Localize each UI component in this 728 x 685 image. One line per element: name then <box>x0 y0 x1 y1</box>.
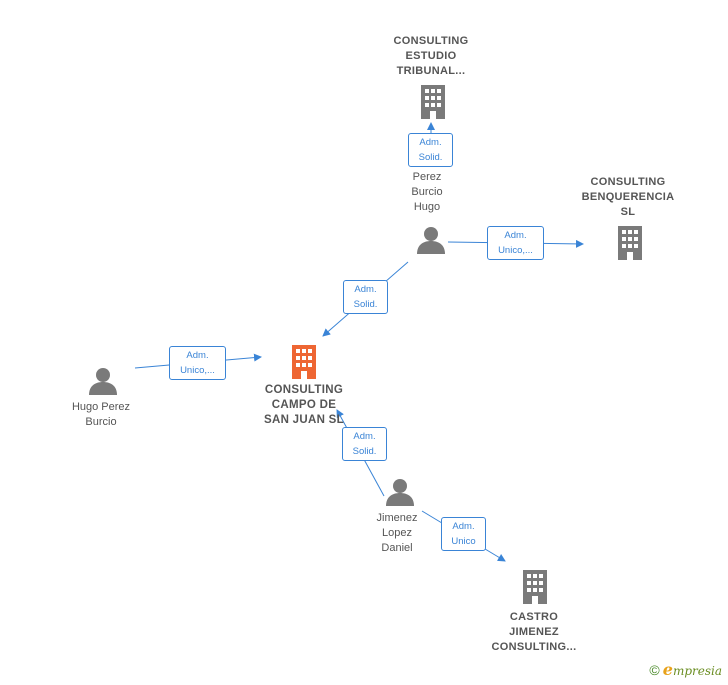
person-icon[interactable] <box>385 478 415 506</box>
building-icon[interactable] <box>520 570 550 604</box>
edge-label-hugo-campo[interactable]: Adm. Unico,... <box>169 346 226 380</box>
company-label-consulting-campo[interactable]: CONSULTING CAMPO DE SAN JUAN SL <box>264 384 344 426</box>
person-label-perez-burcio-hugo[interactable]: Perez Burcio Hugo <box>411 171 443 213</box>
edge-label-jimenez-castro[interactable]: Adm. Unico <box>441 517 486 551</box>
building-icon[interactable] <box>615 226 645 260</box>
brand-name: mpresia <box>672 664 722 678</box>
footer-brand[interactable]: © empresia <box>649 660 722 679</box>
person-label-jimenez-lopez-daniel[interactable]: Jimenez Lopez Daniel <box>376 512 418 554</box>
company-label-castro-jimenez[interactable]: CASTRO JIMENEZ CONSULTING... <box>491 611 577 653</box>
brand-logo: empresia <box>663 660 722 679</box>
person-icon[interactable] <box>88 367 118 395</box>
person-icon[interactable] <box>416 226 446 254</box>
edge-label-perez-estudio[interactable]: Adm. Solid. <box>408 133 453 167</box>
company-label-consulting-benquerencia[interactable]: CONSULTING BENQUERENCIA SL <box>581 176 675 218</box>
company-label-consulting-estudio[interactable]: CONSULTING ESTUDIO TRIBUNAL... <box>393 35 469 77</box>
brand-initial: e <box>662 660 673 679</box>
building-icon-main[interactable] <box>289 345 319 379</box>
edge-label-jimenez-campo[interactable]: Adm. Solid. <box>342 427 387 461</box>
building-icon[interactable] <box>418 85 448 119</box>
edge-label-perez-benquerencia[interactable]: Adm. Unico,... <box>487 226 544 260</box>
copyright-symbol: © <box>649 661 660 678</box>
edge-label-perez-campo[interactable]: Adm. Solid. <box>343 280 388 314</box>
person-label-hugo-perez-burcio[interactable]: Hugo Perez Burcio <box>71 401 131 428</box>
